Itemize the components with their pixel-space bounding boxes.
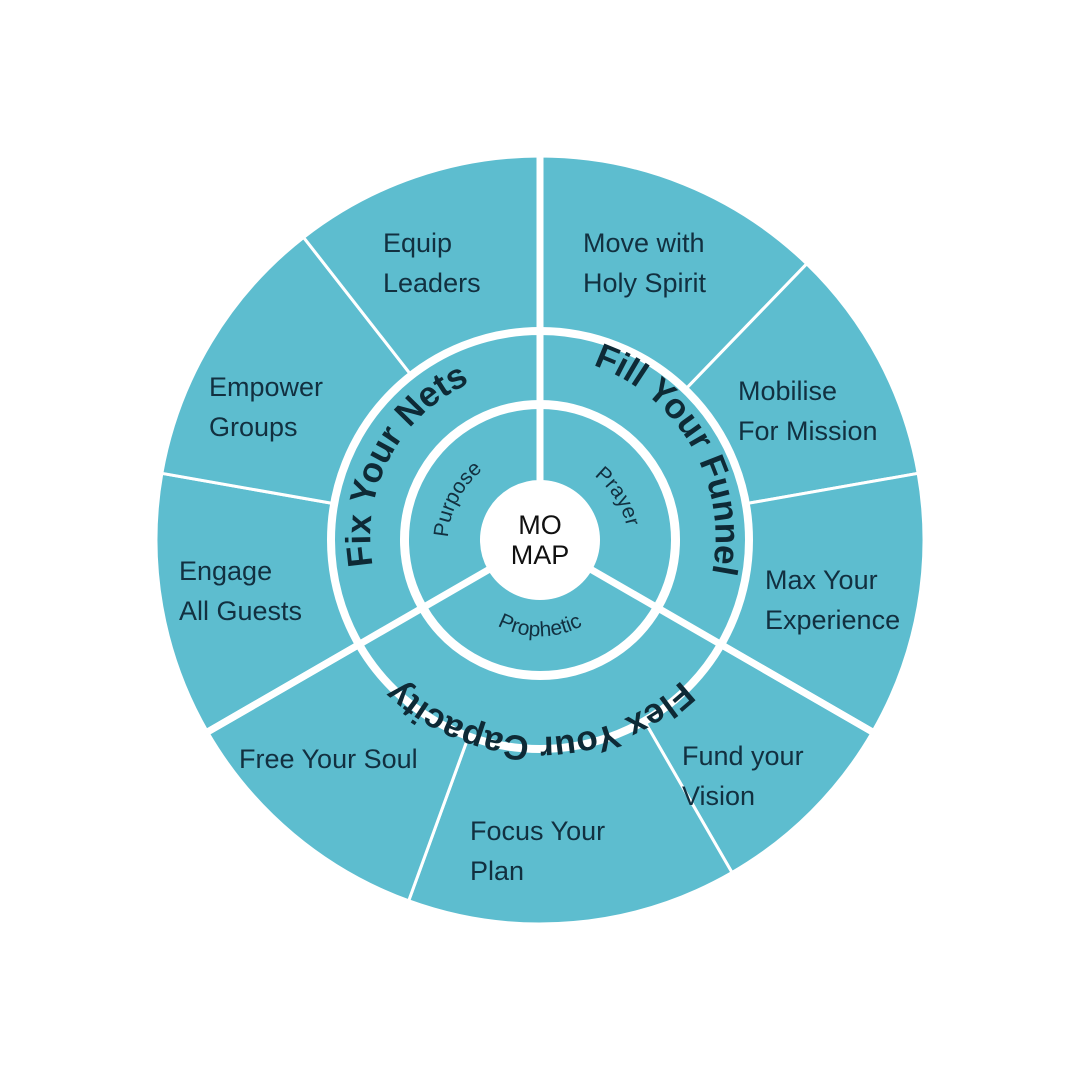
outer-label-line: Equip: [383, 228, 452, 258]
outer-label-line: Holy Spirit: [583, 268, 707, 298]
outer-label-line: Focus Your: [470, 816, 605, 846]
outer-label-line: Leaders: [383, 268, 481, 298]
outer-segment-label: Free Your Soul: [239, 744, 418, 774]
outer-label-line: Max Your: [765, 565, 878, 595]
outer-label-line: Groups: [209, 412, 298, 442]
outer-label-line: Vision: [682, 781, 755, 811]
major-divider: [585, 564, 878, 738]
center-hub: [483, 483, 597, 597]
inner-ring: [202, 152, 878, 753]
outer-label-line: All Guests: [179, 596, 302, 626]
ring-separator: [401, 401, 679, 679]
outer-label-line: For Mission: [738, 416, 878, 446]
outer-label-line: Engage: [179, 556, 272, 586]
outer-label-line: Fund your: [682, 741, 804, 771]
outer-label-line: Experience: [765, 605, 900, 635]
outer-label-line: Plan: [470, 856, 524, 886]
outer-label-line: Move with: [583, 228, 705, 258]
outer-label-line: Mobilise: [738, 376, 837, 406]
outer-divider: [681, 260, 811, 394]
outer-divider: [641, 716, 736, 877]
outer-divider: [406, 732, 472, 906]
outer-divider: [300, 233, 415, 380]
outer-divider: [157, 471, 339, 506]
ring-separator: [327, 327, 753, 753]
center-label-line2: MAP: [511, 540, 570, 570]
major-divider: [202, 564, 495, 738]
outer-divider: [741, 471, 923, 506]
outer-label-line: Empower: [209, 372, 323, 402]
outer-label-line: Free Your Soul: [239, 744, 418, 774]
center-label-line1: MO: [518, 510, 562, 540]
